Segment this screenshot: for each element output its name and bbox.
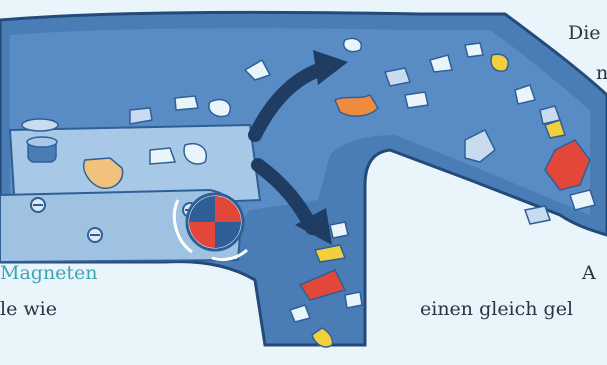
text-left: le wie <box>0 300 57 319</box>
text-right-1: A <box>582 264 596 283</box>
text-right-2: einen gleich gel <box>420 300 573 319</box>
magnet-term: Magneten <box>0 264 98 283</box>
text-top-right-1: Die <box>568 24 601 43</box>
text-top-right-2: n <box>596 64 607 83</box>
